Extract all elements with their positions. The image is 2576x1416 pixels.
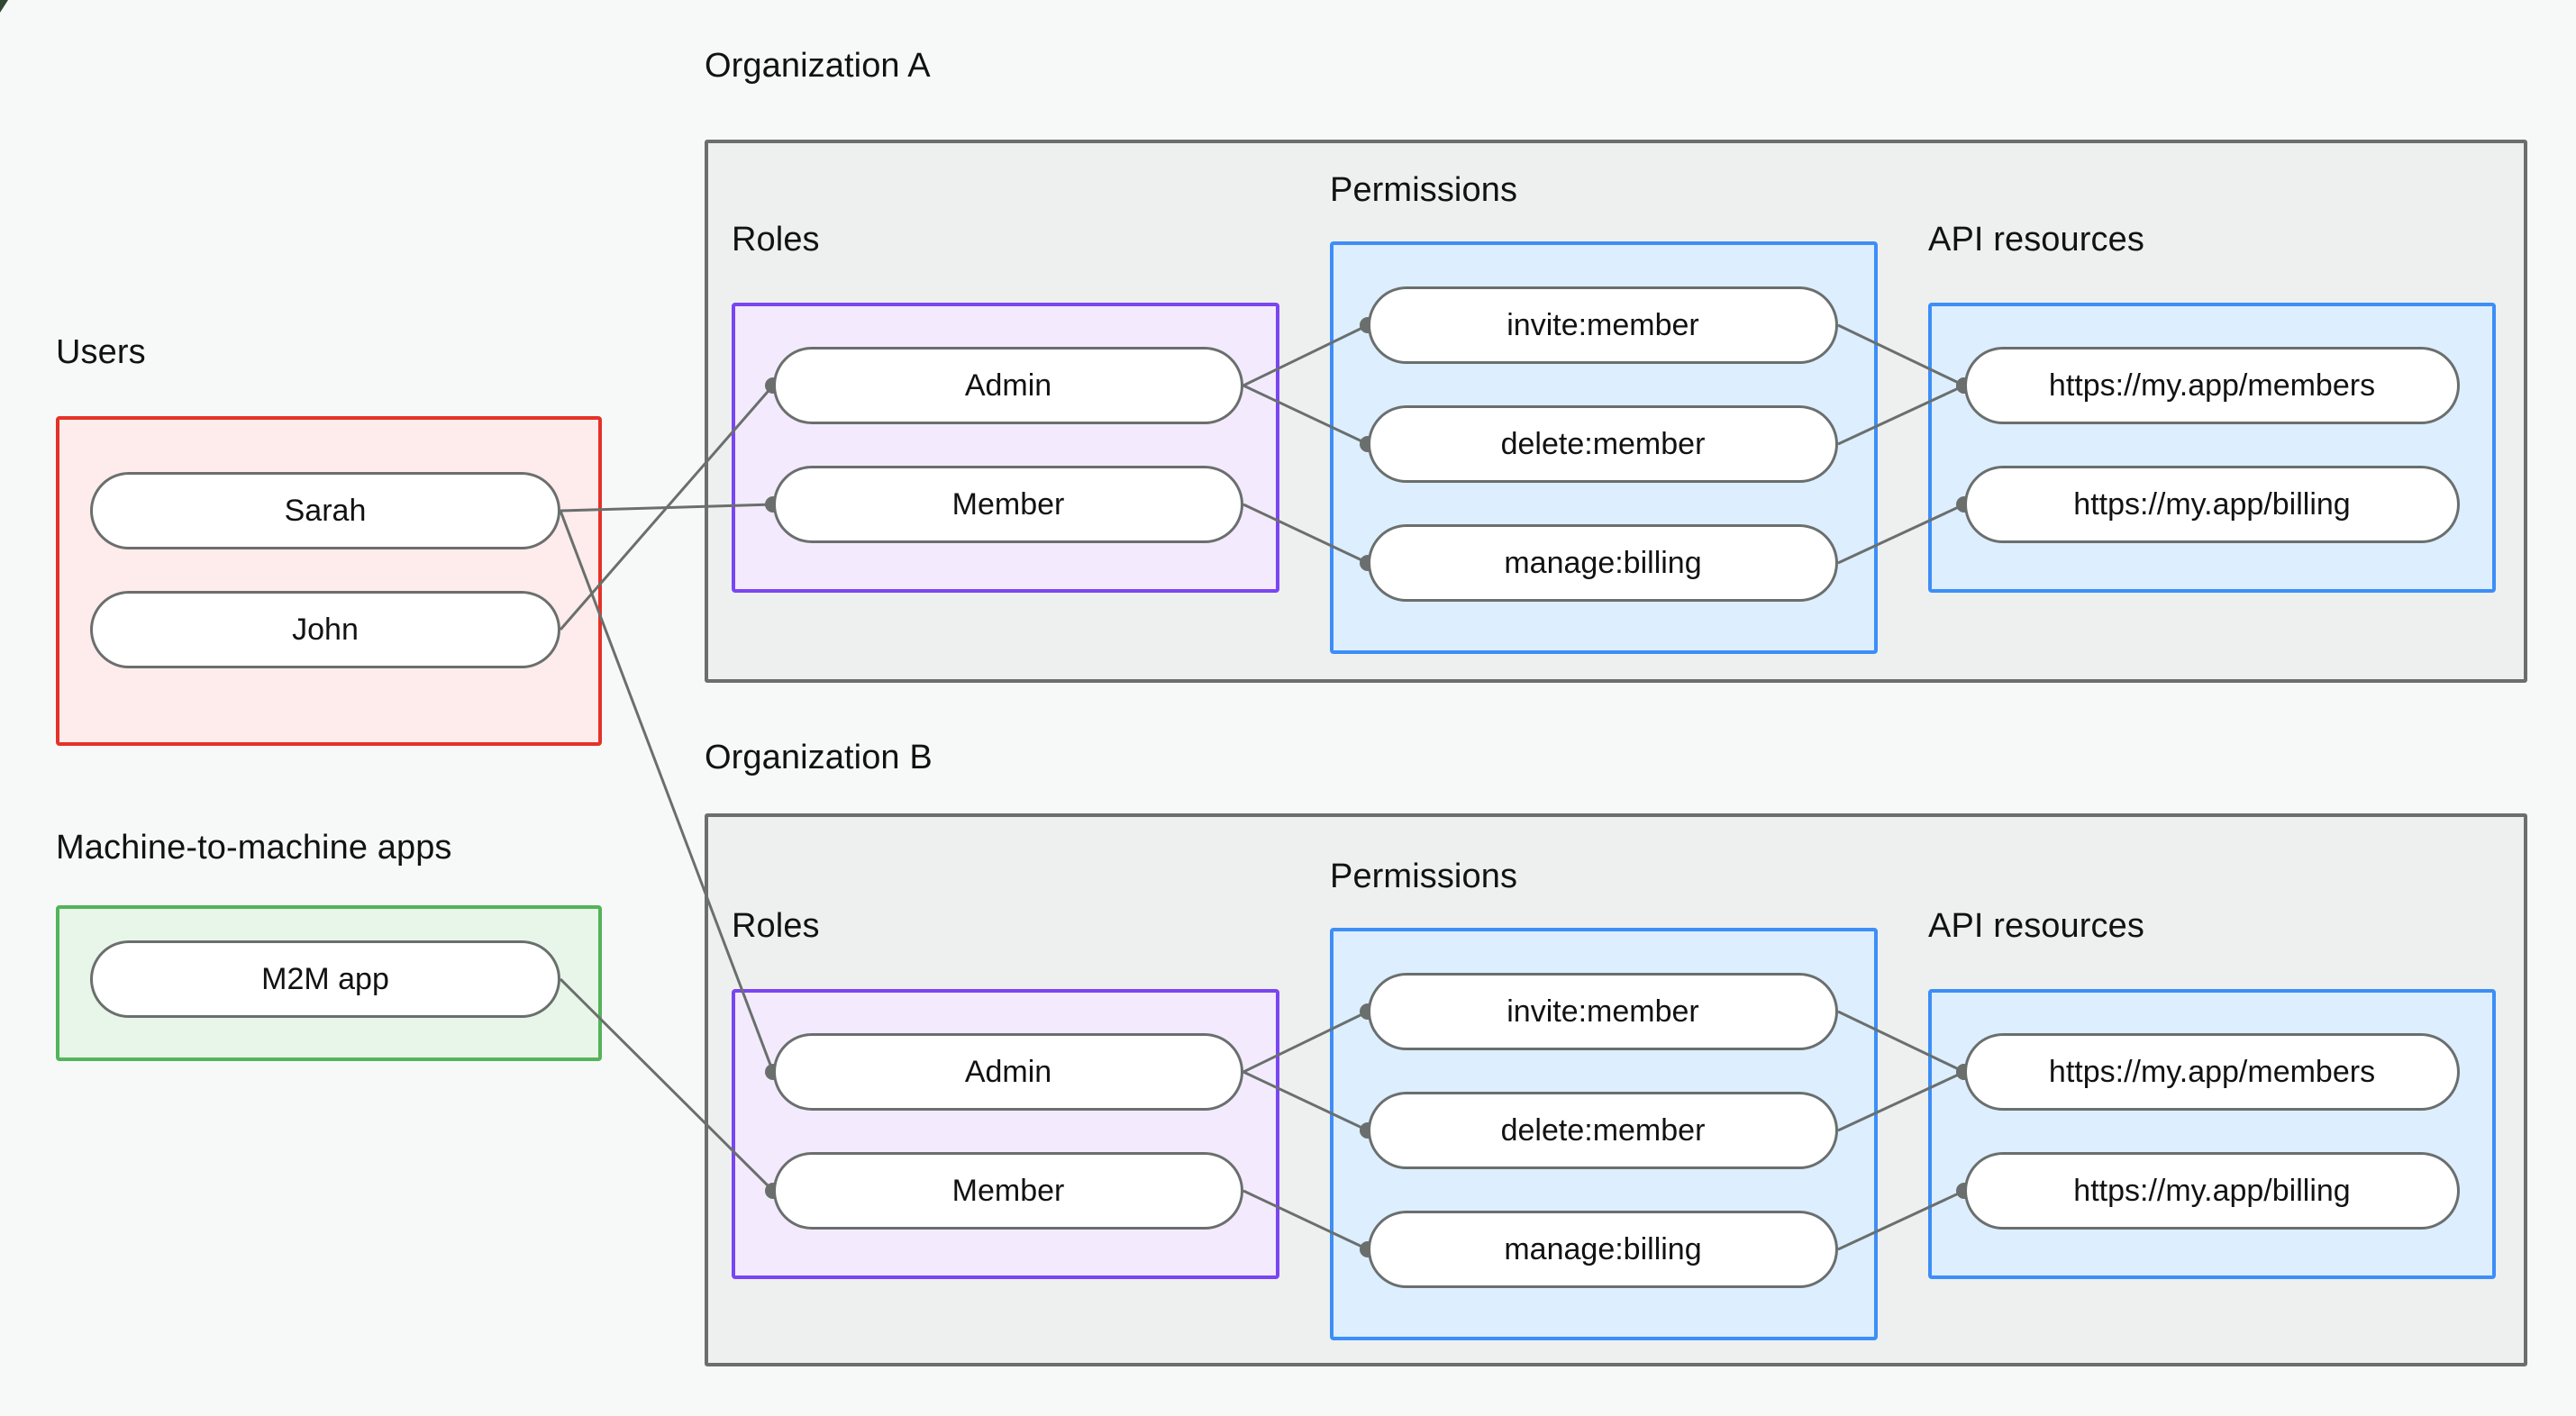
node-label: invite:member xyxy=(1506,307,1699,342)
node-label: delete:member xyxy=(1500,1112,1706,1148)
users-group-box xyxy=(56,416,602,746)
corner-mark-icon xyxy=(0,0,8,13)
org-a-role-node-admin[interactable]: Admin xyxy=(773,347,1243,424)
node-label: manage:billing xyxy=(1504,545,1702,580)
org-b-permission-node-invite-member[interactable]: invite:member xyxy=(1368,973,1838,1050)
node-label: https://my.app/members xyxy=(2048,1054,2376,1089)
org-b-api-resource-node-billing[interactable]: https://my.app/billing xyxy=(1964,1152,2460,1230)
node-label: delete:member xyxy=(1500,426,1706,461)
node-label: Member xyxy=(951,486,1065,522)
org-a-permission-node-delete-member[interactable]: delete:member xyxy=(1368,405,1838,483)
users-caption: Users xyxy=(56,333,146,371)
org-a-roles-caption: Roles xyxy=(732,221,820,259)
node-label: Sarah xyxy=(284,493,367,528)
node-label: invite:member xyxy=(1506,994,1699,1029)
user-node-john[interactable]: John xyxy=(90,591,560,668)
user-node-sarah[interactable]: Sarah xyxy=(90,472,560,549)
m2m-apps-caption: Machine-to-machine apps xyxy=(56,829,452,867)
org-a-api-resources-caption: API resources xyxy=(1928,221,2144,259)
organization-a-caption: Organization A xyxy=(705,47,931,85)
org-b-api-resources-caption: API resources xyxy=(1928,907,2144,945)
org-b-permission-node-delete-member[interactable]: delete:member xyxy=(1368,1092,1838,1169)
m2m-app-node[interactable]: M2M app xyxy=(90,940,560,1018)
org-b-role-node-member[interactable]: Member xyxy=(773,1152,1243,1230)
org-b-permissions-caption: Permissions xyxy=(1330,858,1518,895)
node-label: https://my.app/billing xyxy=(2073,1173,2351,1208)
org-a-permissions-caption: Permissions xyxy=(1330,171,1518,209)
org-a-permission-node-invite-member[interactable]: invite:member xyxy=(1368,286,1838,364)
node-label: Admin xyxy=(964,368,1052,403)
org-b-role-node-admin[interactable]: Admin xyxy=(773,1033,1243,1111)
node-label: John xyxy=(292,612,359,647)
node-label: https://my.app/billing xyxy=(2073,486,2351,522)
org-b-permission-node-manage-billing[interactable]: manage:billing xyxy=(1368,1211,1838,1288)
org-a-api-resource-node-members[interactable]: https://my.app/members xyxy=(1964,347,2460,424)
org-b-roles-caption: Roles xyxy=(732,907,820,945)
organization-b-caption: Organization B xyxy=(705,739,933,776)
node-label: https://my.app/members xyxy=(2048,368,2376,403)
org-a-api-resource-node-billing[interactable]: https://my.app/billing xyxy=(1964,466,2460,543)
node-label: manage:billing xyxy=(1504,1231,1702,1266)
node-label: Member xyxy=(951,1173,1065,1208)
node-label: M2M app xyxy=(261,961,389,996)
org-a-role-node-member[interactable]: Member xyxy=(773,466,1243,543)
org-b-api-resource-node-members[interactable]: https://my.app/members xyxy=(1964,1033,2460,1111)
org-a-permission-node-manage-billing[interactable]: manage:billing xyxy=(1368,524,1838,602)
node-label: Admin xyxy=(964,1054,1052,1089)
